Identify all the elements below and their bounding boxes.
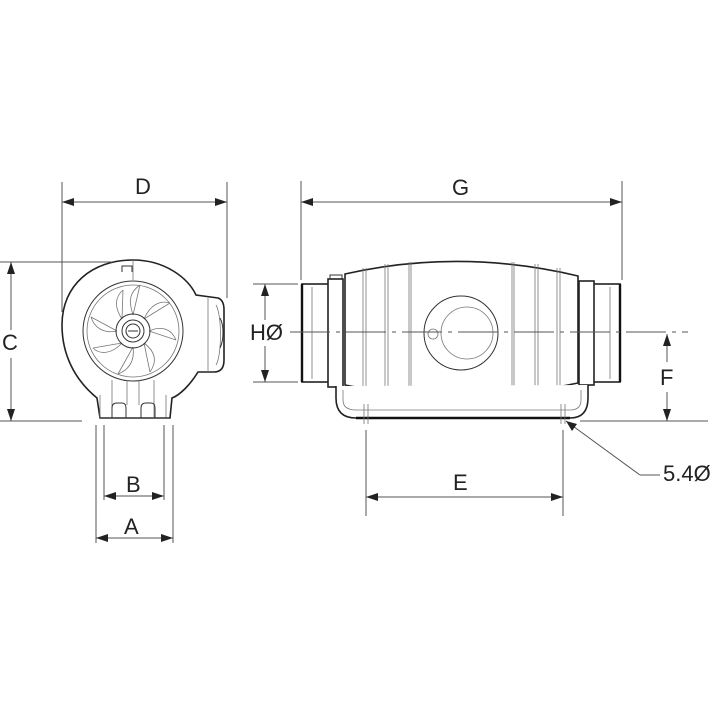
front-view bbox=[61, 259, 225, 419]
hole-diameter-label: 5.4Ø bbox=[663, 461, 711, 486]
dimension-label-e: E bbox=[453, 470, 468, 495]
dimension-label-h-diameter: HØ bbox=[250, 320, 283, 345]
dimension-label-b: B bbox=[126, 472, 141, 497]
side-dimensions bbox=[253, 181, 708, 516]
dimension-label-g: G bbox=[452, 175, 470, 200]
dimension-label-a: A bbox=[124, 514, 139, 539]
front-dimensions bbox=[0, 182, 228, 543]
side-view bbox=[290, 260, 688, 424]
dimension-label-f: F bbox=[660, 365, 674, 390]
dimension-label-d: D bbox=[135, 174, 151, 199]
dimension-label-c: C bbox=[2, 330, 18, 355]
